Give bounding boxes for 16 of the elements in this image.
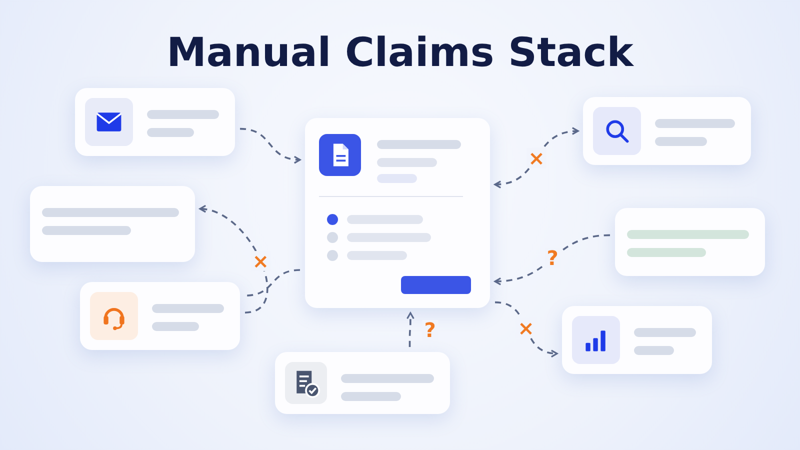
card	[583, 97, 751, 165]
dashed-line	[244, 269, 300, 296]
card	[305, 118, 490, 308]
card	[275, 352, 450, 414]
card	[30, 186, 195, 262]
dashed-arrow	[240, 128, 301, 164]
title: Manual Claims Stack	[166, 30, 635, 76]
dashed-arrow	[494, 234, 610, 286]
card	[75, 88, 235, 156]
card	[562, 306, 712, 374]
card	[80, 282, 240, 350]
card	[615, 208, 765, 276]
dashed-arrow	[406, 312, 414, 347]
dashed-arrow	[199, 206, 268, 314]
dashed-arrow	[494, 301, 558, 357]
dashed-arrow	[494, 128, 579, 188]
